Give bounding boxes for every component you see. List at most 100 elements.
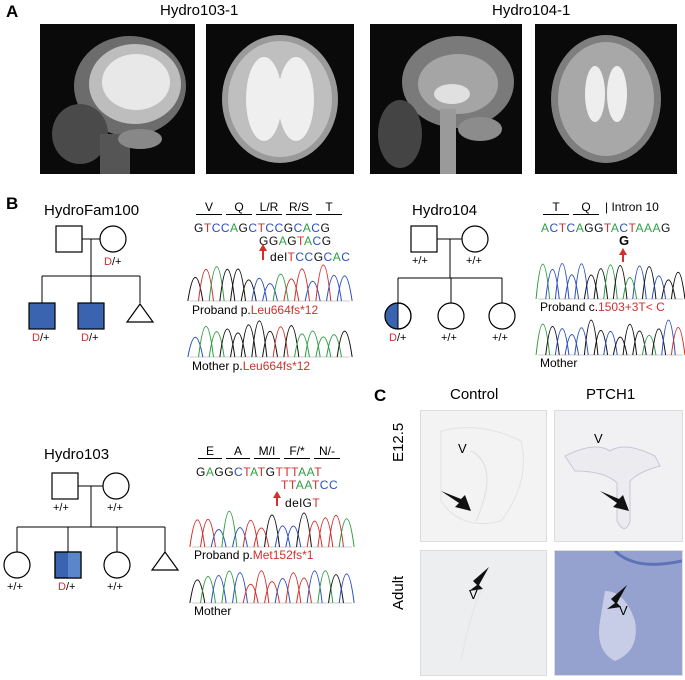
hydro103-seq2-base: C — [328, 478, 339, 492]
hydro104-seq1-base: A — [652, 221, 662, 235]
mri-sagittal-hydro104 — [370, 24, 522, 174]
fam100-mother-chromatogram — [187, 320, 353, 358]
hydro103-aa-0: E — [196, 444, 224, 459]
hydro103-aa-2: M/I — [252, 444, 282, 459]
fam100-seq1-base: G — [238, 221, 249, 235]
chromatogram-peak — [272, 273, 289, 302]
chromatogram-peak — [232, 572, 248, 604]
chromatogram-peak — [285, 525, 302, 548]
chromatogram-peak — [189, 519, 206, 548]
row-adult-label: Adult — [390, 575, 407, 610]
chromatogram-peak — [200, 576, 216, 604]
hydro104-seq1-base: G — [584, 221, 595, 235]
fam100-seq2-base: A — [304, 234, 313, 248]
chromatogram-peak — [210, 575, 227, 604]
fam100-seq2-base: G — [259, 234, 269, 248]
chromatogram-peak — [661, 319, 676, 356]
chromatogram-peak — [583, 274, 599, 300]
chromatogram-peak — [240, 324, 257, 358]
hydro104-seq1-base: T — [603, 221, 611, 235]
chromatogram-peak — [208, 266, 225, 302]
panel-c-letter: C — [374, 386, 387, 405]
hydro104-seq1-base: T — [628, 221, 636, 235]
ventricle-label-ptch1-e125: V — [594, 431, 603, 446]
hydro103-seq2-base: A — [295, 478, 305, 492]
fam100-sequence-line2: GGAGTACG — [259, 234, 332, 248]
fam100-seq1-base: A — [302, 221, 312, 235]
hydro103-father-genotype: +/+ — [53, 502, 69, 514]
hydro103-proband-caption: Proband p.Met152fs*1 — [194, 548, 314, 562]
chromatogram-peak — [641, 334, 657, 356]
fam100-seq2-base: G — [287, 234, 298, 248]
hydro103-deletion-label: delGT — [285, 496, 321, 510]
row-e125-label: E12.5 — [390, 422, 407, 462]
chromatogram-peak — [317, 570, 334, 604]
fam100-mother-caption: Mother p.Leu664fs*12 — [192, 359, 311, 373]
hydro104-sequence-line1: ACTCAGGTACTAAAG — [541, 221, 671, 235]
hydro104-seq1-base: C — [619, 221, 629, 235]
chromatogram-peak — [326, 275, 342, 302]
fam100-aa-1: Q — [224, 200, 254, 215]
hydro103-seq1-base: T — [275, 465, 284, 479]
hydro104-seq1-base: A — [575, 221, 585, 235]
chromatogram-peak — [326, 334, 342, 358]
hydro103-sib1-genotype: +/+ — [7, 581, 23, 593]
hydro104-title: Hydro104 — [412, 202, 478, 219]
fam100-seq1-base: C — [274, 221, 284, 235]
hydro103-seq2-base: T — [281, 478, 289, 492]
chromatogram-peak — [230, 332, 246, 358]
hydro103-aa-4: N/- — [312, 444, 342, 459]
ventricle-label-control-adult: V — [469, 587, 478, 602]
fam100-seq1-base: G — [194, 221, 204, 235]
fam100-seq2-base: C — [312, 234, 322, 248]
chromatogram-peak — [283, 278, 300, 302]
mri-axial-hydro104 — [535, 24, 677, 174]
mri-axial-hydro103 — [206, 24, 354, 174]
hydro103-seq1-base: G — [214, 465, 225, 479]
chromatogram-peak — [262, 283, 278, 302]
chromatogram-peak — [187, 336, 204, 358]
chromatogram-peak — [661, 279, 676, 300]
hydro104-aa-1: Q — [571, 200, 601, 215]
chromatogram-peak — [535, 263, 551, 300]
chromatogram-peak — [336, 275, 353, 302]
hydro104-proband-chromatogram — [535, 263, 685, 300]
fam100-seq1-base: C — [211, 221, 221, 235]
chromatogram-peak — [272, 326, 289, 358]
hydro103-aa-1: A — [224, 444, 252, 459]
chromatogram-peak — [328, 574, 344, 604]
chromatogram-peak — [208, 331, 225, 358]
hydro103-seq1-base: A — [306, 465, 315, 479]
hydro104-alt-base: G — [619, 233, 630, 248]
chromatogram-peak — [274, 525, 291, 548]
chromatogram-peak — [338, 573, 355, 604]
chromatogram-peak — [200, 519, 216, 548]
chromatogram-peak — [593, 330, 609, 356]
hydro103-seq1-base: T — [243, 465, 251, 479]
hydro104-seq1-base: G — [661, 221, 671, 235]
hydro103-seq1-base: A — [205, 465, 215, 479]
fam100-seq1-base: G — [283, 221, 294, 235]
chromatogram-peak — [603, 264, 618, 300]
col-ptch1-label: PTCH1 — [586, 386, 636, 403]
fam100-seq1-base: T — [257, 221, 266, 235]
chromatogram-peak — [612, 336, 628, 356]
fam100-seq2-base: G — [321, 234, 332, 248]
hydro103-seq1-base: T — [314, 465, 323, 479]
chromatogram-peak — [554, 328, 570, 356]
chromatogram-peak — [317, 517, 334, 548]
chromatogram-peak — [338, 518, 355, 548]
chromatogram-peak — [315, 336, 332, 358]
hydro104-seq1-base: A — [541, 221, 550, 235]
chromatogram-peak — [240, 279, 257, 302]
chromatogram-peak — [622, 276, 638, 300]
chromatogram-peak — [189, 579, 206, 604]
chromatogram-peak — [210, 529, 227, 548]
hydro103-seq2-base: T — [311, 478, 320, 492]
hydro104-mother-caption: Mother — [540, 356, 578, 370]
chromatogram-peak — [296, 512, 312, 548]
chromatogram-peak — [632, 265, 647, 300]
chromatogram-peak — [198, 268, 214, 302]
